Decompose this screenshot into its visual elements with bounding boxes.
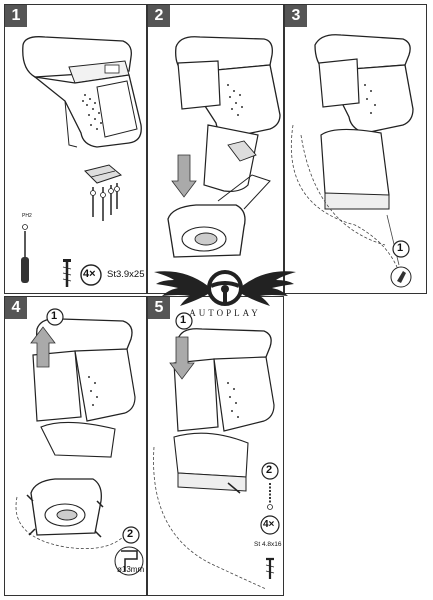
armrest-removal-illustration: [15, 308, 144, 576]
step-number-badge: 4: [5, 297, 27, 319]
step-number-badge: 3: [285, 5, 307, 27]
autoplay-logo: AUTOPLAY: [150, 262, 300, 328]
step-5-panel: 5 1 2 4× St 4.8x16: [147, 296, 284, 596]
step-3-panel: 3 1: [284, 4, 427, 294]
screw-icon: [62, 259, 72, 287]
step-4-panel: 4 1 2 ø13mm: [4, 296, 147, 596]
callout-number: 1: [51, 310, 58, 322]
callout-number: 1: [397, 242, 404, 254]
armrest-illustration: [21, 36, 142, 287]
callout-number: 1: [180, 314, 187, 326]
callout-number: 2: [266, 464, 273, 476]
screw-count-label: 4×: [263, 519, 275, 530]
armrest-reinstall-illustration: [153, 312, 280, 590]
winged-steering-wheel-icon: [154, 270, 296, 306]
screwdriver-icon: [21, 224, 29, 283]
step-number-badge: 2: [148, 5, 170, 27]
drill-size-label: ø13mm: [117, 565, 145, 574]
screw-count-label: 4×: [83, 268, 96, 280]
screw-spec-label: St 4.8x16: [254, 541, 282, 548]
step-1-panel: 1: [4, 4, 147, 294]
armrest-open-illustration: [290, 34, 414, 288]
screw-spec-label: St3.9x25: [107, 269, 145, 280]
callout-number: 2: [127, 528, 134, 540]
step-2-panel: 2: [147, 4, 284, 294]
logo-wordmark: AUTOPLAY: [189, 308, 261, 318]
screwdriver-size-label: PH2: [22, 213, 32, 219]
armrest-install-illustration: [167, 36, 281, 258]
step-number-badge: 1: [5, 5, 27, 27]
step-number-badge: 5: [148, 297, 170, 319]
